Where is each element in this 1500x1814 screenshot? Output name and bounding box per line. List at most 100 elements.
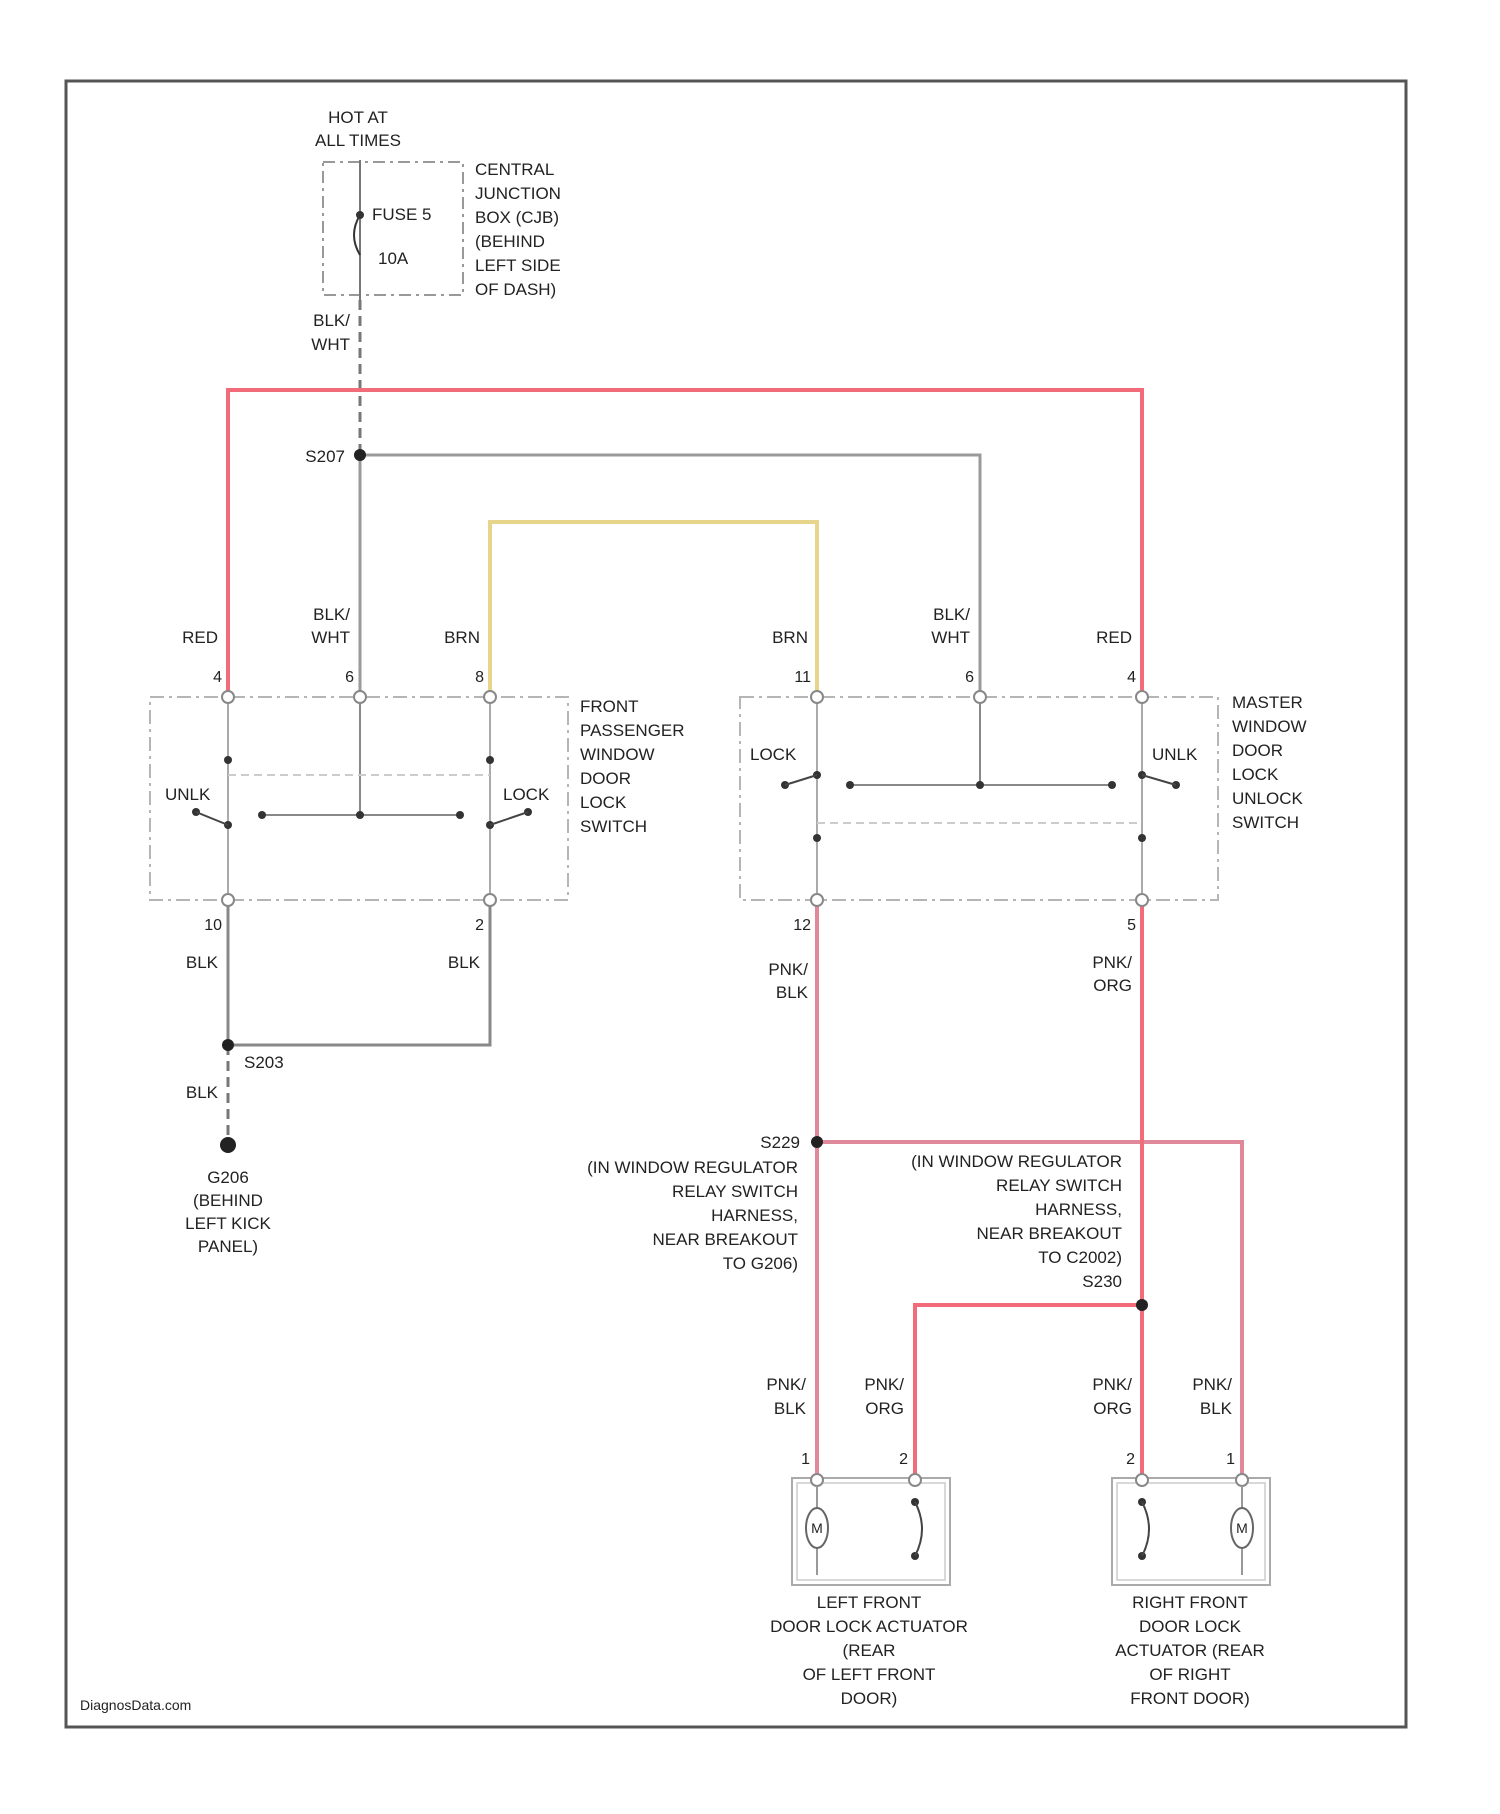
hot-at-label-1: HOT AT	[328, 108, 388, 127]
passenger-pin-10: 10	[204, 917, 222, 934]
passenger-switch-name-1: FRONT	[580, 697, 639, 716]
gray-wire-s207-master	[360, 455, 980, 695]
ground-wire-label: BLK	[186, 1083, 219, 1102]
passenger-wire-blk-2: BLK	[448, 953, 481, 972]
master-pin-4: 4	[1127, 669, 1136, 686]
master-switch-name-3: DOOR	[1232, 741, 1283, 760]
passenger-unlk-blade	[196, 812, 228, 825]
g206-label-1: G206	[207, 1168, 249, 1187]
right-actuator-name-3: ACTUATOR (REAR	[1115, 1641, 1265, 1660]
passenger-pin-connector	[354, 691, 366, 703]
master-pin-6: 6	[965, 669, 974, 686]
s229-left-note-1: (IN WINDOW REGULATOR	[587, 1158, 798, 1177]
right-actuator-pin-1: 1	[1226, 1451, 1235, 1468]
left-actuator-name-3: (REAR	[843, 1641, 896, 1660]
master-switch-name-6: SWITCH	[1232, 813, 1299, 832]
passenger-wire-brn: BRN	[444, 628, 480, 647]
passenger-switch-name-2: PASSENGER	[580, 721, 685, 740]
splice-notes: (IN WINDOW REGULATOR RELAY SWITCH HARNES…	[587, 1152, 1122, 1291]
right-actuator-name-1: RIGHT FRONT	[1132, 1593, 1248, 1612]
actuator-wire-2a: PNK/	[864, 1375, 904, 1394]
splice-s229	[811, 1136, 823, 1148]
passenger-pin-6: 6	[345, 669, 354, 686]
s229-right-note-3: HARNESS,	[1035, 1200, 1122, 1219]
master-pin-5: 5	[1127, 917, 1136, 934]
actuator-wire-3a: PNK/	[1092, 1375, 1132, 1394]
passenger-switch: UNLK LOCK 4 6 8 10 2 RED BLK/ WHT BRN BL…	[150, 605, 685, 1102]
passenger-pin-4: 4	[213, 669, 222, 686]
master-wire-pnkblk-1: PNK/	[768, 960, 808, 979]
passenger-contact	[486, 756, 494, 764]
cjb-label-2: JUNCTION	[475, 184, 561, 203]
master-pin-connector	[974, 691, 986, 703]
master-contact	[1138, 834, 1146, 842]
cjb-label-5: LEFT SIDE	[475, 256, 561, 275]
passenger-pin-connector	[222, 894, 234, 906]
passenger-contact	[356, 811, 364, 819]
master-contact	[976, 781, 984, 789]
left-actuator-pin-1: 1	[801, 1451, 810, 1468]
s229-right-note-5: TO C2002)	[1038, 1248, 1122, 1267]
left-actuator-name-2: DOOR LOCK ACTUATOR	[770, 1617, 968, 1636]
passenger-switch-name-6: SWITCH	[580, 817, 647, 836]
passenger-switch-name-5: LOCK	[580, 793, 627, 812]
cjb-label-4: (BEHIND	[475, 232, 545, 251]
fuse-rating-label: 10A	[378, 249, 409, 268]
passenger-pin-2: 2	[475, 917, 484, 934]
splice-s203-label: S203	[244, 1053, 284, 1072]
power-wire-label-1: BLK/	[313, 311, 350, 330]
passenger-contact	[258, 811, 266, 819]
cjb-box	[323, 162, 463, 295]
actuator-wire-2b: ORG	[865, 1399, 904, 1418]
cjb-label-1: CENTRAL	[475, 160, 554, 179]
s229-left-note-2: RELAY SWITCH	[672, 1182, 798, 1201]
right-motor-label: M	[1236, 1520, 1248, 1536]
splice-s207-label: S207	[305, 447, 345, 466]
passenger-switch-name-4: DOOR	[580, 769, 631, 788]
right-actuator-name-2: DOOR LOCK	[1139, 1617, 1242, 1636]
right-actuator-name-4: OF RIGHT	[1149, 1665, 1230, 1684]
master-unlk-label: UNLK	[1152, 745, 1198, 764]
master-switch-name-1: MASTER	[1232, 693, 1303, 712]
passenger-unlk-label: UNLK	[165, 785, 211, 804]
master-contact	[813, 834, 821, 842]
left-actuator-pin-2: 2	[899, 1451, 908, 1468]
master-wire-blkwht-1: BLK/	[933, 605, 970, 624]
master-pin-connector	[1136, 894, 1148, 906]
actuator-wire-1a: PNK/	[766, 1375, 806, 1394]
splice-s230	[1136, 1299, 1148, 1311]
watermark: DiagnosData.com	[80, 1697, 191, 1713]
g206-label-2: (BEHIND	[193, 1191, 263, 1210]
passenger-wire-blkwht-2: WHT	[311, 628, 350, 647]
master-wire-pnkorg-2: ORG	[1093, 976, 1132, 995]
left-actuator-switch	[915, 1502, 922, 1556]
passenger-switch-name-3: WINDOW	[580, 745, 655, 764]
left-actuator-name-1: LEFT FRONT	[817, 1593, 922, 1612]
master-wire-red: RED	[1096, 628, 1132, 647]
s230-label: S230	[1082, 1272, 1122, 1291]
actuator-wire-4b: BLK	[1200, 1399, 1233, 1418]
master-pin-connector	[811, 894, 823, 906]
master-wire-pnkblk-2: BLK	[776, 983, 809, 1002]
master-pin-12: 12	[793, 917, 811, 934]
splice-s203	[222, 1039, 234, 1051]
right-actuator-pin-2: 2	[1126, 1451, 1135, 1468]
s229-left-note-3: HARNESS,	[711, 1206, 798, 1225]
passenger-contact	[224, 756, 232, 764]
master-lock-label: LOCK	[750, 745, 797, 764]
actuator-wire-3b: ORG	[1093, 1399, 1132, 1418]
s229-right-note-4: NEAR BREAKOUT	[977, 1224, 1122, 1243]
cjb-label-6: OF DASH)	[475, 280, 556, 299]
s229-left-note-5: TO G206)	[723, 1254, 798, 1273]
passenger-wire-blk-10: BLK	[186, 953, 219, 972]
master-wire-pnkorg-1: PNK/	[1092, 953, 1132, 972]
yellow-wire-brn	[490, 522, 817, 695]
right-actuator-pin	[1136, 1474, 1148, 1486]
master-pin-connector	[1136, 691, 1148, 703]
s229-left-note-4: NEAR BREAKOUT	[653, 1230, 798, 1249]
master-lock-blade	[785, 775, 817, 785]
actuator-wire-4a: PNK/	[1192, 1375, 1232, 1394]
g206-label-3: LEFT KICK	[185, 1214, 271, 1233]
master-pin-connector	[811, 691, 823, 703]
hot-at-label-2: ALL TIMES	[315, 131, 401, 150]
